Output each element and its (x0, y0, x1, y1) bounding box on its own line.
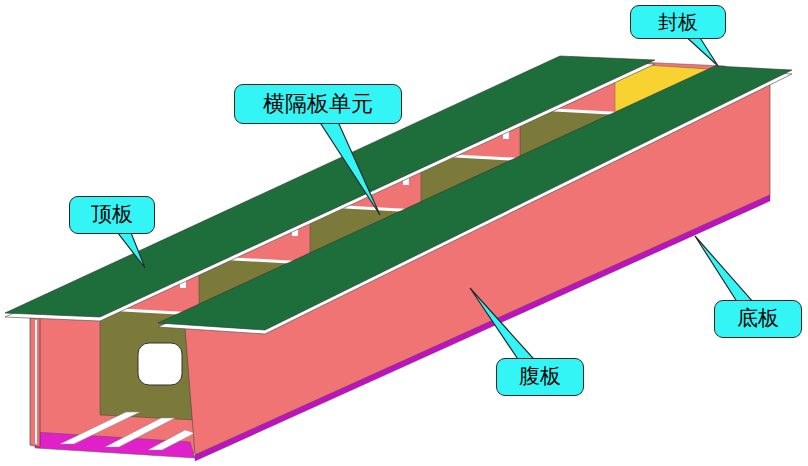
left-web-front (30, 318, 40, 447)
access-hole (138, 343, 182, 385)
bottom-rib (148, 430, 195, 450)
left-web-edge (35, 320, 37, 444)
callout-text: 腹板 (519, 365, 561, 388)
callout-text: 底板 (737, 307, 779, 330)
callout-box: 封板 (630, 5, 726, 39)
callout-text: 顶板 (91, 203, 133, 226)
callout-box: 顶板 (69, 196, 155, 234)
top-plate (158, 66, 792, 330)
callout-box: 腹板 (496, 358, 584, 396)
callout-box: 底板 (714, 300, 802, 338)
callout-box: 横隔板单元 (234, 84, 402, 124)
callout-text: 横隔板单元 (263, 92, 373, 116)
callout-text: 封板 (658, 11, 698, 33)
